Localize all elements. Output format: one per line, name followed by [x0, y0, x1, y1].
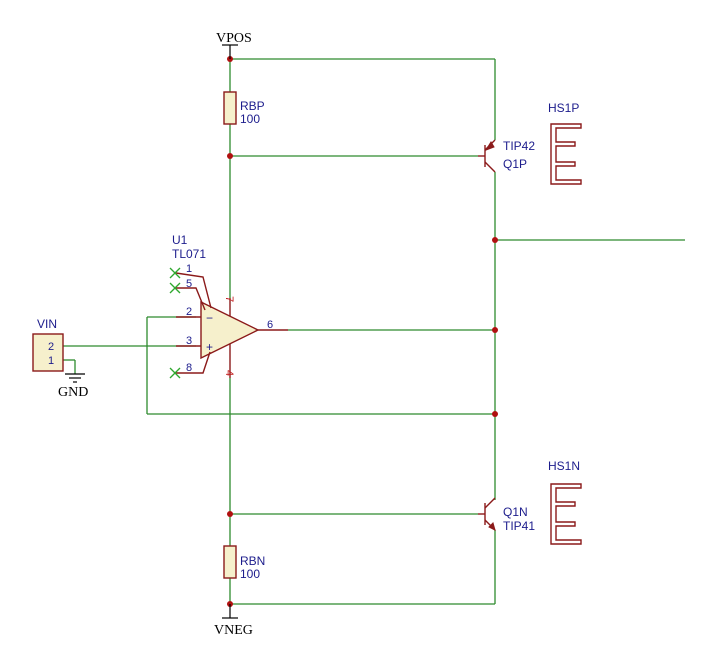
opamp-u1[interactable]: U1 TL071 − + 1 5 2 3 8 6 7 4: [169, 233, 288, 379]
heatsink-icon: [550, 483, 582, 545]
vpos-label: VPOS: [216, 31, 252, 46]
vneg-label: VNEG: [214, 623, 253, 638]
opamp-ref: U1: [172, 233, 188, 247]
noninverting-sign: +: [206, 340, 213, 354]
no-connect-icon: [169, 267, 181, 279]
resistor-body: [223, 91, 237, 125]
junction: [492, 327, 498, 333]
pin-6-label: 6: [267, 319, 273, 331]
heatsink-hs1n[interactable]: HS1N: [548, 459, 582, 545]
pin-5-label: 5: [186, 278, 192, 290]
resistor-rbp[interactable]: RBP 100: [223, 91, 265, 126]
gnd-label: GND: [58, 385, 88, 400]
gnd-symbol[interactable]: GND: [58, 373, 88, 400]
wires: [63, 58, 685, 605]
connector-body: [32, 333, 64, 372]
pin-3-label: 3: [186, 335, 192, 347]
transistor-q1p[interactable]: TIP42 Q1P: [478, 139, 535, 173]
resistor-rbn-value: 100: [240, 567, 260, 581]
opamp-value: TL071: [172, 247, 206, 261]
connector-ref: VIN: [37, 317, 57, 331]
resistor-body: [223, 545, 237, 579]
heatsink-hs1p[interactable]: HS1P: [548, 101, 582, 185]
vneg-symbol[interactable]: VNEG: [214, 604, 253, 638]
junctions: [227, 56, 498, 607]
no-connect-icon: [169, 367, 181, 379]
npn-arrow-icon: [488, 522, 496, 531]
junction: [227, 511, 233, 517]
resistor-rbp-value: 100: [240, 112, 260, 126]
resistor-rbn[interactable]: RBN 100: [223, 545, 265, 581]
connector-pin-2: 2: [48, 341, 54, 353]
q1n-value: TIP41: [503, 519, 535, 533]
resistor-rbp-ref: RBP: [240, 99, 265, 113]
junction: [492, 237, 498, 243]
junction: [227, 153, 233, 159]
pin-2-label: 2: [186, 306, 192, 318]
hs1n-ref: HS1N: [548, 459, 580, 473]
pnp-arrow-icon: [484, 141, 495, 151]
q1p-value: TIP42: [503, 139, 535, 153]
pin-1-label: 1: [186, 263, 192, 275]
connector-vin[interactable]: VIN 2 1: [32, 317, 64, 372]
resistor-rbn-ref: RBN: [240, 554, 265, 568]
heatsink-icon: [550, 123, 582, 185]
q1p-ref: Q1P: [503, 157, 527, 171]
transistor-q1n[interactable]: Q1N TIP41: [478, 497, 535, 533]
inverting-sign: −: [206, 311, 213, 325]
pin-4-label: 4: [223, 370, 235, 376]
junction: [492, 411, 498, 417]
pin-8-label: 8: [186, 362, 192, 374]
pin-7-label: 7: [223, 296, 235, 302]
q1n-ref: Q1N: [503, 505, 528, 519]
vpos-symbol[interactable]: VPOS: [216, 31, 252, 59]
no-connect-icon: [169, 282, 181, 294]
hs1p-ref: HS1P: [548, 101, 579, 115]
connector-pin-1: 1: [48, 355, 54, 367]
